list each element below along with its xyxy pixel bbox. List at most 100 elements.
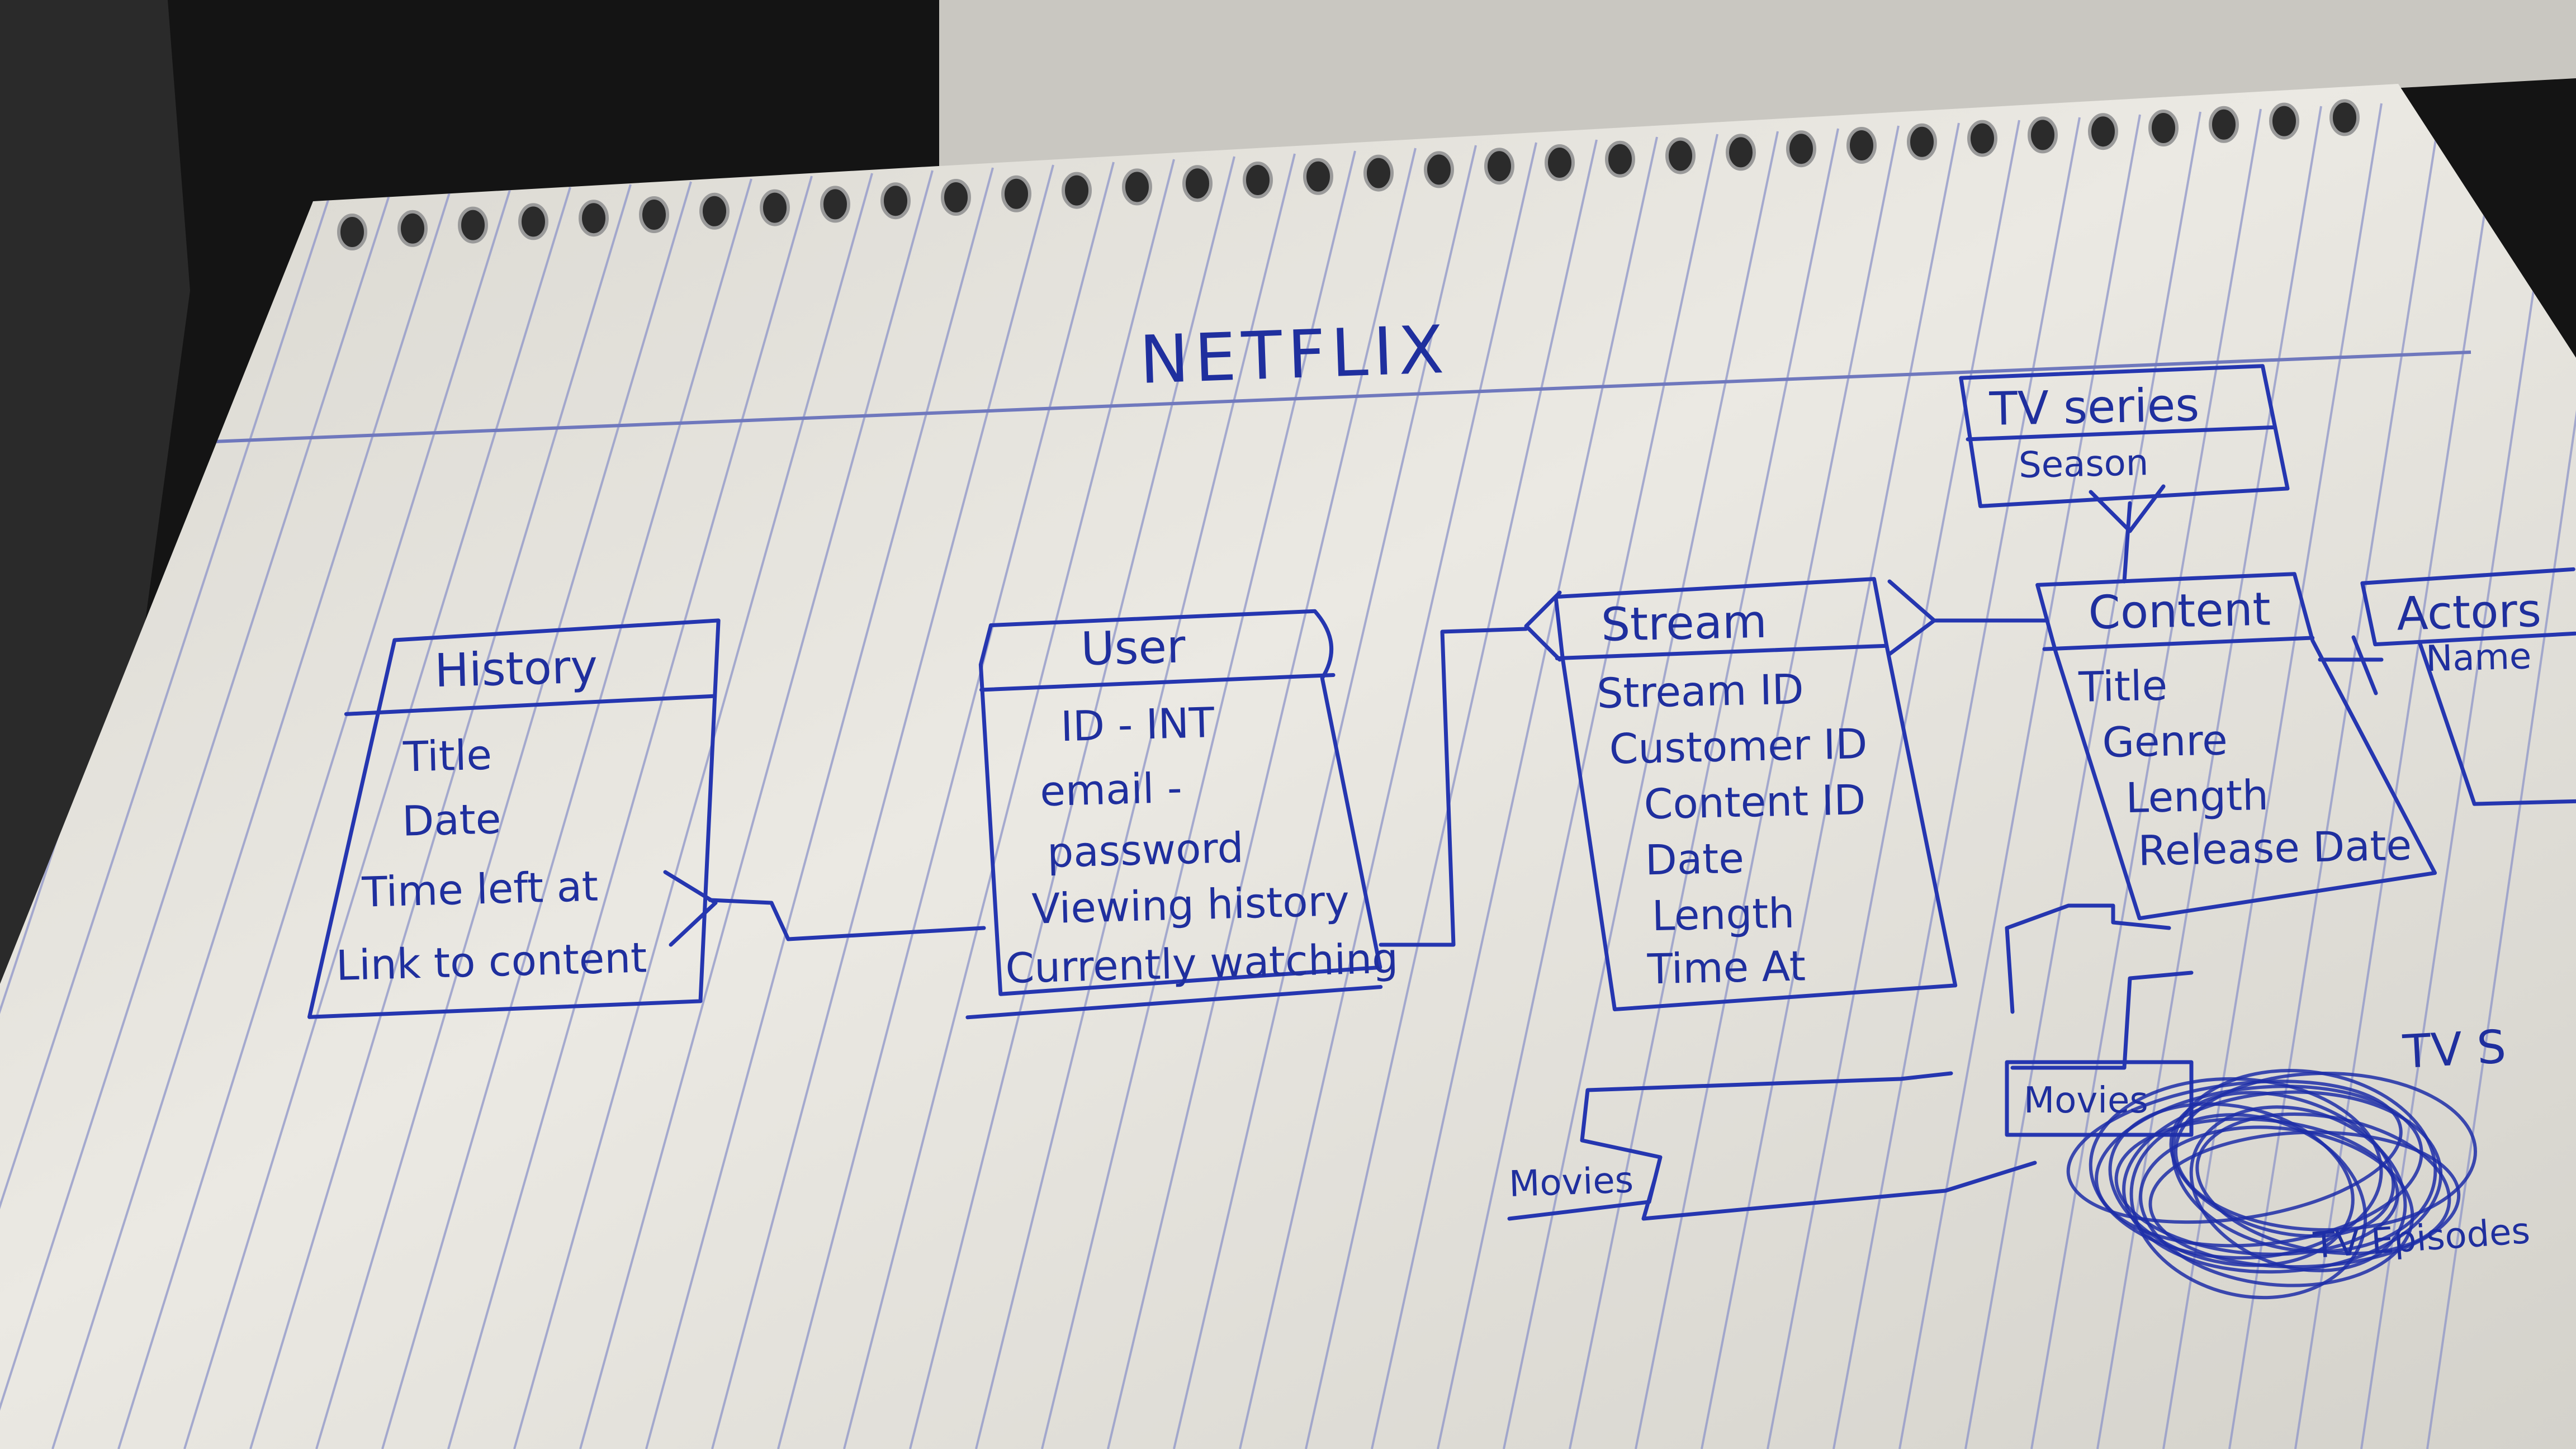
stream-attr-5: Length — [1651, 889, 1795, 940]
rule-line — [1832, 117, 2081, 1449]
user-attr-5: Currently watching — [1005, 935, 1399, 993]
content-actors-connector — [2318, 635, 2384, 695]
entity-content: Content Title Genre Length Release Date — [2035, 572, 2437, 921]
user-underline — [965, 984, 1383, 1020]
scribble-loop — [2122, 1090, 2443, 1274]
history-header-divider — [344, 694, 717, 716]
movies-connector-lower — [1641, 1161, 2037, 1221]
spiral-ring — [2148, 110, 2179, 146]
tv-series-divider — [1966, 425, 2277, 442]
spiral-ring — [1545, 144, 1575, 181]
stream-attr-2: Customer ID — [1609, 720, 1868, 774]
spiral-ring — [1726, 134, 1756, 171]
inheritance-line — [2005, 903, 2171, 1014]
movies-box-label: Movies — [2024, 1080, 2148, 1121]
movies-annotation: Movies — [1507, 1071, 2037, 1221]
spiral-ring — [1605, 140, 1635, 178]
rule-line — [975, 153, 1296, 1449]
spiral-ring — [1363, 154, 1394, 192]
tv-s-label: TV S — [2401, 1020, 2507, 1079]
user-stream-connector — [1379, 627, 1528, 947]
scribble-loop — [2189, 1105, 2407, 1272]
rule-line — [843, 159, 1175, 1449]
rule-line — [249, 184, 632, 1449]
stream-attr-6: Time At — [1646, 942, 1806, 993]
rule-line — [315, 181, 692, 1449]
spiral-ring — [1424, 151, 1454, 188]
history-crowsfoot — [663, 870, 718, 947]
user-attr-3: password — [1046, 824, 1244, 877]
stream-attr-4: Date — [1645, 835, 1745, 885]
spiral-ring — [639, 196, 669, 233]
entity-user: User ID - INT email - password Viewing h… — [965, 609, 1399, 1020]
rule-line — [1503, 131, 1779, 1449]
scribble-loop — [2171, 1069, 2437, 1253]
spiral-ring — [1062, 172, 1092, 209]
entity-actors: Actors Name — [2360, 567, 2576, 806]
rule-line — [1107, 148, 1417, 1449]
rule-line — [1701, 122, 1960, 1449]
content-attr-4: Release Date — [2138, 821, 2412, 875]
stream-content-connector — [1887, 579, 2048, 656]
content-header-divider — [2042, 636, 2315, 651]
scribble-loop — [2108, 1102, 2355, 1267]
spiral-ring — [1907, 123, 1937, 160]
rule-line — [1305, 139, 1598, 1449]
history-attr-3: Time left at — [361, 863, 599, 917]
rule-line — [1371, 136, 1658, 1449]
tv-series-content-connector — [2089, 484, 2166, 584]
spiral-ring — [1182, 165, 1213, 202]
spiral-ring — [2028, 116, 2058, 154]
relationships — [663, 484, 2384, 947]
entity-stream: Stream Stream ID Customer ID Content ID … — [1554, 577, 1958, 1012]
content-attr-3: Length — [2125, 771, 2269, 822]
history-attr-4: Link to content — [335, 934, 647, 990]
rule-line — [381, 178, 752, 1449]
rule-line — [711, 164, 1054, 1449]
spiral-ring — [1967, 120, 1997, 157]
rule-line — [2294, 97, 2503, 1449]
scribble-branch — [2010, 970, 2194, 1070]
rule-line — [513, 173, 873, 1449]
rule-line — [447, 176, 813, 1449]
spiral-ring — [2088, 113, 2118, 150]
rule-line — [579, 170, 934, 1449]
rule-line — [1173, 145, 1477, 1449]
spiral-ring — [1122, 168, 1152, 206]
spiral-ring — [337, 214, 367, 250]
spiral-ring — [1303, 158, 1333, 195]
rule-line — [0, 195, 390, 1449]
spiral-ring — [1484, 148, 1514, 185]
rule-line — [777, 162, 1115, 1449]
rule-line — [1635, 125, 1900, 1449]
rule-line — [1437, 134, 1718, 1449]
spiral-ring — [1001, 175, 1031, 212]
rule-line — [645, 167, 994, 1449]
diagram-title: NETFLIX — [1138, 311, 1451, 399]
spiral-ring — [2329, 99, 2360, 136]
scribble-strokes — [2066, 1069, 2477, 1300]
rule-line — [1898, 114, 2141, 1449]
rule-line — [2030, 108, 2262, 1449]
stream-attr-3: Content ID — [1644, 776, 1866, 828]
rule-line — [1569, 128, 1839, 1449]
rule-line — [2162, 103, 2383, 1449]
tv-series-box — [1959, 364, 2290, 508]
rule-line — [51, 192, 451, 1449]
content-header: Content — [2088, 583, 2271, 640]
tv-series-attr-1: Season — [2018, 442, 2149, 486]
history-header: History — [434, 641, 598, 698]
movies-label: Movies — [1508, 1159, 1634, 1205]
user-header: User — [1080, 620, 1186, 676]
rule-line — [2426, 92, 2576, 1449]
spiral-ring — [1846, 127, 1877, 164]
notebook-page — [0, 84, 2576, 1449]
spiral-ring — [579, 200, 609, 237]
actors-attr-1: Name — [2425, 636, 2532, 680]
header-rule — [212, 351, 2471, 443]
user-attr-4: Viewing history — [1031, 877, 1350, 934]
stream-left-crowsfoot — [1524, 590, 1562, 662]
history-attr-2: Date — [401, 795, 501, 846]
spiral-ring — [2209, 106, 2239, 143]
